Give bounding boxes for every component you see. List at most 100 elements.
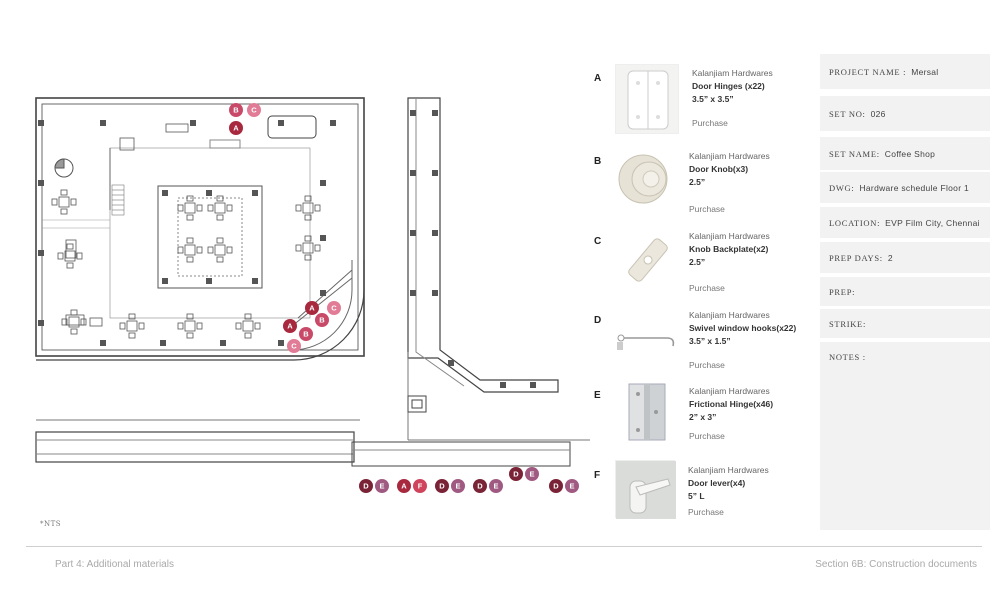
purchase-link[interactable]: Purchase xyxy=(689,360,725,370)
hardware-tag-d: D xyxy=(359,479,373,493)
hardware-tag-d: D xyxy=(435,479,449,493)
svg-text:E: E xyxy=(493,482,498,491)
pillar xyxy=(320,180,326,186)
svg-text:E: E xyxy=(529,470,534,479)
pillar xyxy=(432,170,438,176)
field-label: Set no: xyxy=(829,108,866,119)
hardware-tag-c: C xyxy=(327,301,341,315)
door-knob-image xyxy=(615,150,681,208)
item-size: 3.5” x 1.5” xyxy=(689,336,731,346)
dwg-field: DWG: Hardware schedule Floor 1 xyxy=(820,172,990,203)
pillar xyxy=(220,340,226,346)
svg-text:D: D xyxy=(513,470,519,479)
table-set xyxy=(177,313,203,339)
purchase-link[interactable]: Purchase xyxy=(689,204,725,214)
project-name-field: Project name : Mersal xyxy=(820,54,990,89)
set-name-field: Set name: Coffee Shop xyxy=(820,137,990,170)
purchase-link[interactable]: Purchase xyxy=(689,283,725,293)
supplier: Kalanjiam Hardwares xyxy=(688,465,769,475)
hardware-item-a: Kalanjiam Hardwares Door Hinges (x22) 3.… xyxy=(692,67,822,130)
hardware-item-d: Kalanjiam Hardwares Swivel window hooks(… xyxy=(689,309,819,372)
hardware-tag-d: D xyxy=(509,467,523,481)
table-set xyxy=(177,195,203,221)
pillar xyxy=(530,382,536,388)
pillar xyxy=(100,120,106,126)
table-set xyxy=(51,189,77,215)
pillar xyxy=(278,340,284,346)
svg-text:C: C xyxy=(251,106,257,115)
hardware-tag-e: E xyxy=(489,479,503,493)
pillar xyxy=(160,340,166,346)
table-set xyxy=(207,195,233,221)
svg-text:A: A xyxy=(287,322,293,331)
footer-section-label: Section 6B: Construction documents xyxy=(815,559,977,570)
purchase-link[interactable]: Purchase xyxy=(692,118,728,128)
field-value: EVP Film City, Chennai xyxy=(885,217,980,228)
round-table xyxy=(54,158,74,178)
hardware-tag-f: F xyxy=(413,479,427,493)
item-name: Swivel window hooks(x22) xyxy=(689,323,797,333)
pillar xyxy=(38,320,44,326)
pillar xyxy=(38,120,44,126)
hardware-letter: A xyxy=(594,73,602,84)
furniture-piece xyxy=(65,239,77,259)
svg-text:B: B xyxy=(319,316,325,325)
field-label: Location: xyxy=(829,217,881,228)
supplier: Kalanjiam Hardwares xyxy=(692,68,773,78)
not-to-scale-note: *NTS xyxy=(40,520,62,528)
table-set xyxy=(61,309,87,335)
svg-text:D: D xyxy=(477,482,483,491)
svg-text:D: D xyxy=(553,482,559,491)
pillar xyxy=(278,120,284,126)
pillar xyxy=(500,382,506,388)
field-label: Project name : xyxy=(829,66,907,77)
door-hinge-image xyxy=(615,64,679,134)
pillar xyxy=(252,278,258,284)
pillar xyxy=(410,110,416,116)
hardware-item-b: Kalanjiam Hardwares Door Knob(x3) 2.5” P… xyxy=(689,150,819,216)
hardware-letter: B xyxy=(594,156,602,167)
location-field: Location: EVP Film City, Chennai xyxy=(820,207,990,238)
pillar xyxy=(320,235,326,241)
svg-text:B: B xyxy=(303,330,309,339)
knob-backplate-image xyxy=(615,228,681,292)
set-no-field: Set no: 026 xyxy=(820,96,990,131)
pillar xyxy=(410,230,416,236)
svg-text:A: A xyxy=(233,124,239,133)
pillar xyxy=(100,340,106,346)
svg-text:E: E xyxy=(455,482,460,491)
item-name: Door lever(x4) xyxy=(688,478,746,488)
pillar xyxy=(432,110,438,116)
svg-text:D: D xyxy=(363,482,369,491)
hardware-tag-a: A xyxy=(397,479,411,493)
pillar xyxy=(410,170,416,176)
pillar xyxy=(432,230,438,236)
furniture-piece xyxy=(119,137,135,151)
hardware-tag-a: A xyxy=(305,301,319,315)
notes-field: Notes : xyxy=(820,342,990,530)
hardware-letter: F xyxy=(594,470,601,481)
hardware-tag-b: B xyxy=(315,313,329,327)
field-value: Mersal xyxy=(911,66,939,77)
window-hook-image xyxy=(615,316,681,360)
pillar xyxy=(162,190,168,196)
hardware-tag-c: C xyxy=(287,339,301,353)
hardware-tag-c: C xyxy=(247,103,261,117)
svg-text:A: A xyxy=(401,482,407,491)
hardware-tag-b: B xyxy=(299,327,313,341)
supplier: Kalanjiam Hardwares xyxy=(689,231,770,241)
table-set xyxy=(295,235,321,261)
hardware-tag-e: E xyxy=(375,479,389,493)
purchase-link[interactable]: Purchase xyxy=(688,507,724,517)
svg-text:C: C xyxy=(331,304,337,313)
table-set xyxy=(295,195,321,221)
furniture-piece xyxy=(65,314,85,326)
item-name: Door Knob(x3) xyxy=(689,164,749,174)
purchase-link[interactable]: Purchase xyxy=(689,431,725,441)
item-name: Knob Backplate(x2) xyxy=(689,244,769,254)
pillar xyxy=(432,290,438,296)
field-label: Set name: xyxy=(829,148,880,159)
item-size: 2.5” xyxy=(689,257,706,267)
pillar xyxy=(448,360,454,366)
table-set xyxy=(177,237,203,263)
